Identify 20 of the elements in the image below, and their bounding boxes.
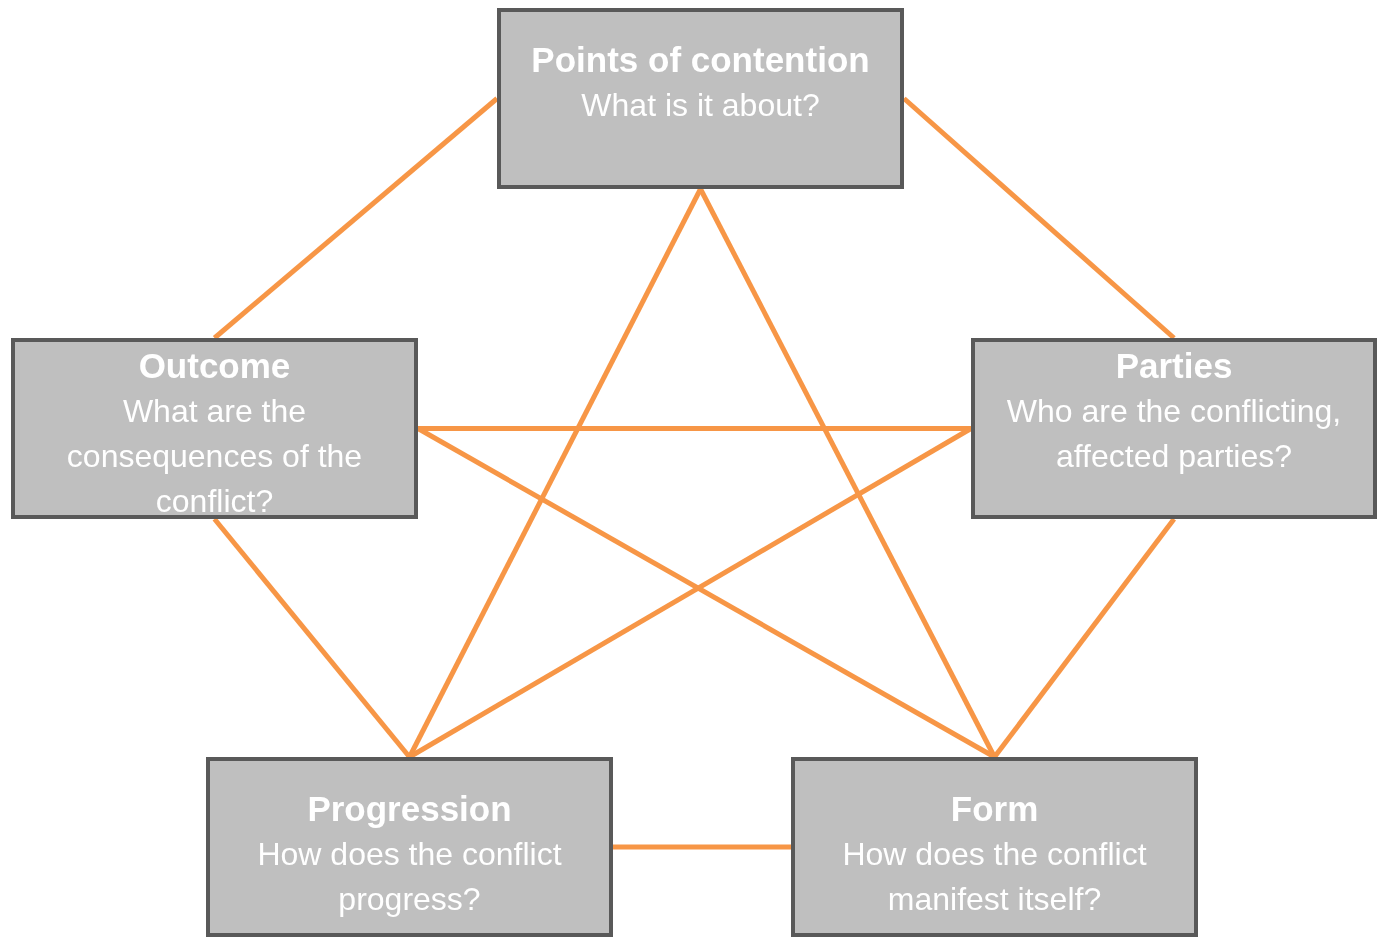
connector-line xyxy=(418,426,971,431)
connector-line xyxy=(212,96,499,340)
connector-line xyxy=(212,517,412,759)
topic-box xyxy=(497,8,904,189)
box-question: How does the conflict progress? xyxy=(256,835,563,919)
box-question: What is it about? xyxy=(581,86,820,125)
connector-line xyxy=(992,517,1176,759)
box-heading: Outcome xyxy=(138,345,291,387)
connector-line xyxy=(613,844,791,850)
box-question: What are the consequences of the conflict? xyxy=(65,392,364,521)
box-question: Who are the conflicting, affected parties? xyxy=(1005,392,1343,476)
box-heading: Progression xyxy=(307,788,512,830)
box-heading: Points of contention xyxy=(531,39,870,81)
topic-box xyxy=(791,757,1198,937)
topic-box xyxy=(11,338,418,519)
box-question: How does the conflict manifest itself? xyxy=(841,835,1148,919)
topic-box xyxy=(206,757,613,937)
box-heading: Form xyxy=(950,788,1039,830)
box-heading: Parties xyxy=(1115,345,1233,387)
topic-box xyxy=(971,338,1377,519)
